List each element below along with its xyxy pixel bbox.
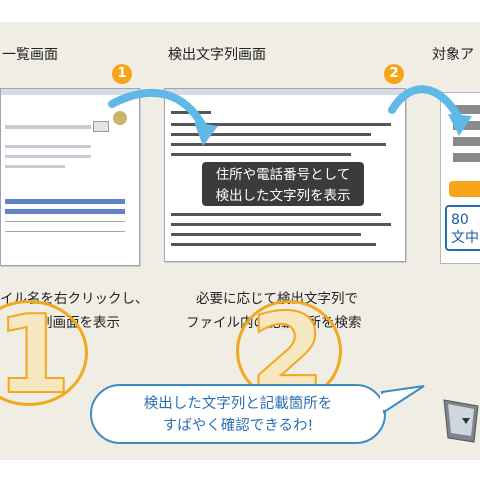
step-1-marker: 1 xyxy=(112,64,132,84)
window-titlebar xyxy=(1,89,139,95)
speech-bubble: 検出した文字列と記載箇所を すばやく確認できるわ! xyxy=(90,384,386,444)
found-text-box: 80 文中 xyxy=(445,205,480,251)
tablet-icon xyxy=(443,399,479,443)
table-row xyxy=(5,199,125,204)
caption-target: 対象ア xyxy=(432,47,474,63)
text-line xyxy=(453,105,480,114)
text-line xyxy=(171,143,386,146)
bubble-line-1: 検出した文字列と記載箇所を xyxy=(143,396,333,412)
found-text-line-2: 文中 xyxy=(451,230,479,246)
list-line xyxy=(5,155,91,158)
arrow-1-head xyxy=(194,122,218,146)
screenshot-callout: 住所や電話番号として 検出した文字列を表示 xyxy=(200,160,366,208)
arrow-2-head xyxy=(448,114,472,136)
table-row xyxy=(5,221,125,222)
bubble-tail xyxy=(380,385,425,414)
filter-button xyxy=(93,121,109,132)
text-line xyxy=(171,133,371,136)
caption-detected-screen: 検出文字列画面 xyxy=(168,47,266,63)
table-row xyxy=(5,231,125,232)
text-line xyxy=(171,243,376,246)
step-2-marker: 2 xyxy=(384,64,404,84)
gear-icon xyxy=(113,111,127,125)
found-text-line-1: 80 xyxy=(451,212,469,228)
step-2-description-line-1: 必要に応じて検出文字列で xyxy=(196,291,358,307)
text-line xyxy=(453,137,480,146)
caption-list-screen: 一覧画面 xyxy=(2,47,58,63)
text-line xyxy=(453,153,480,162)
callout-line-2: 検出した文字列を表示 xyxy=(215,188,351,204)
text-line xyxy=(171,223,391,226)
text-line xyxy=(171,123,391,126)
bubble-line-2: すばやく確認できるわ! xyxy=(162,418,314,434)
list-screen-screenshot xyxy=(0,88,140,266)
text-line xyxy=(171,153,351,156)
highlight-bar xyxy=(449,181,480,197)
list-line xyxy=(5,145,91,148)
arrow-1-icon xyxy=(108,88,209,134)
arrow-2-icon xyxy=(388,85,464,124)
window-titlebar xyxy=(165,89,405,95)
step-1-big-number: 1 xyxy=(0,293,72,418)
text-line xyxy=(453,121,480,130)
list-line xyxy=(5,165,65,168)
table-row xyxy=(5,209,125,214)
text-line xyxy=(171,213,381,216)
callout-line-1: 住所や電話番号として xyxy=(215,167,351,183)
text-line xyxy=(171,233,361,236)
filter-field xyxy=(5,125,91,129)
